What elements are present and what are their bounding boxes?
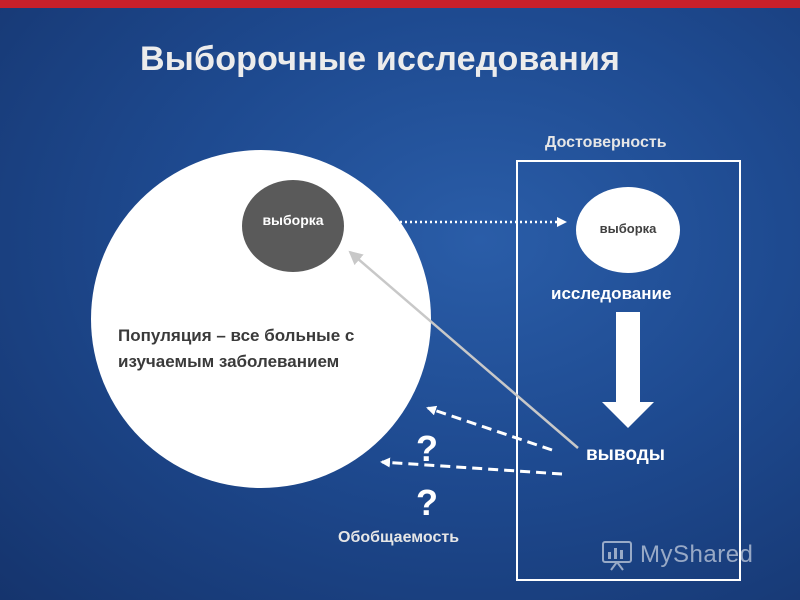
conclusions-label: выводы [586, 444, 665, 465]
dashed-arrow-upper [426, 405, 553, 452]
sample-circle-right: выборка [576, 187, 680, 273]
question-mark-upper: ? [416, 428, 438, 469]
dashed-arrow-lower [380, 457, 563, 476]
question-mark-lower: ? [416, 482, 438, 523]
reliability-label: Достоверность [545, 134, 667, 151]
reliability-frame [516, 160, 741, 581]
population-text: Популяция – все больные с изучаемым забо… [118, 326, 355, 371]
study-label: исследование [551, 284, 672, 303]
watermark: MyShared [600, 538, 753, 572]
solid-arrow-back [348, 250, 579, 449]
watermark-text: MyShared [640, 541, 754, 568]
top-accent-bar [0, 0, 800, 8]
presentation-icon [602, 541, 632, 571]
sample-circle-left: выборка [242, 180, 344, 272]
generalizability-label: Обобщаемость [338, 529, 460, 546]
slide-title: Выборочные исследования [140, 40, 621, 78]
down-arrow [602, 312, 654, 428]
